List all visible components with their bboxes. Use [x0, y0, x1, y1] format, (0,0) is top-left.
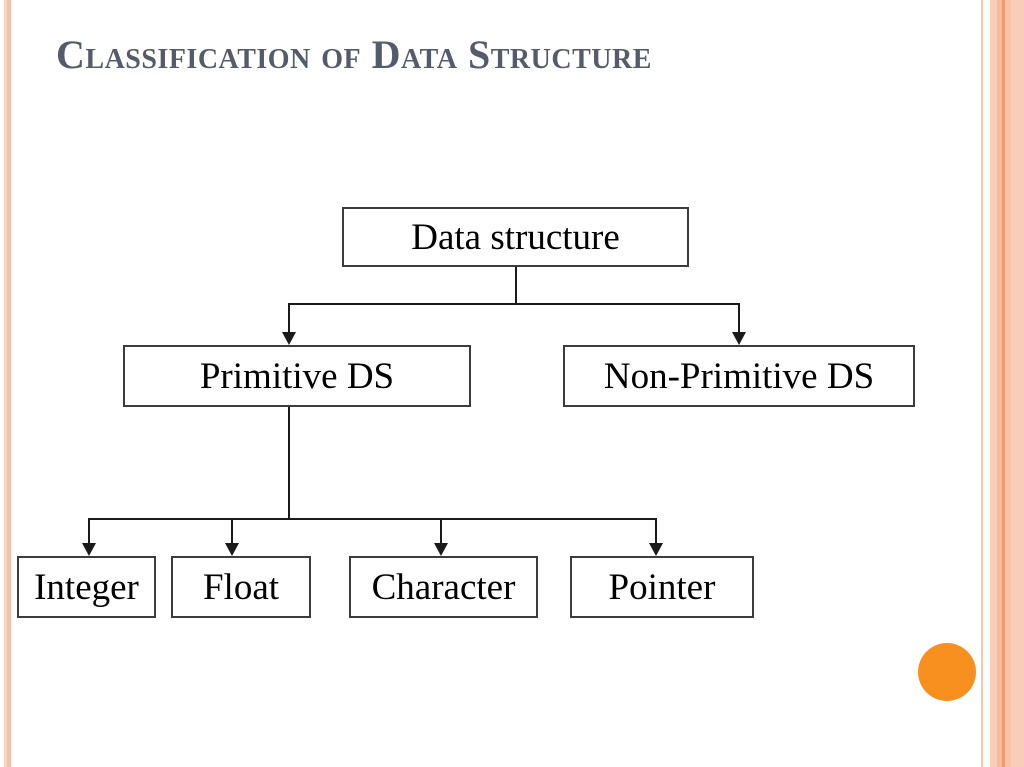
connector-to-pointer	[655, 518, 657, 546]
connector-root-stem	[515, 267, 517, 305]
connector-to-primitive	[288, 303, 290, 335]
right-stripe-2	[990, 0, 997, 767]
node-non-primitive-ds: Non-Primitive DS	[563, 345, 915, 407]
connector-to-integer	[88, 518, 90, 546]
node-integer: Integer	[17, 556, 156, 618]
arrowhead-to-pointer	[649, 543, 663, 556]
right-stripe-6	[1011, 0, 1024, 767]
page-title: Classification of Data Structure	[56, 32, 652, 77]
node-character: Character	[349, 556, 538, 618]
right-stripe-4	[1002, 0, 1005, 767]
node-data-structure: Data structure	[342, 207, 689, 267]
arrowhead-to-float	[225, 543, 239, 556]
connector-to-non-primitive	[738, 303, 740, 335]
right-stripe-5	[1005, 0, 1011, 767]
arrowhead-to-non-primitive	[732, 332, 746, 345]
arrowhead-to-integer	[82, 543, 96, 556]
connector-to-float	[231, 518, 233, 546]
right-stripe-1	[981, 0, 983, 767]
connector-level2-bar	[88, 518, 656, 520]
node-float: Float	[171, 556, 311, 618]
arrowhead-to-primitive	[282, 332, 296, 345]
right-stripe-3	[997, 0, 1002, 767]
connector-primitive-stem	[288, 407, 290, 519]
node-pointer: Pointer	[570, 556, 754, 618]
left-stripe-inner	[7, 0, 11, 767]
connector-to-character	[440, 518, 442, 546]
arrowhead-to-character	[434, 543, 448, 556]
left-stripe-outer	[4, 0, 7, 767]
node-primitive-ds: Primitive DS	[123, 345, 471, 407]
orange-circle-decoration	[918, 643, 976, 701]
connector-level1-bar	[288, 303, 740, 305]
